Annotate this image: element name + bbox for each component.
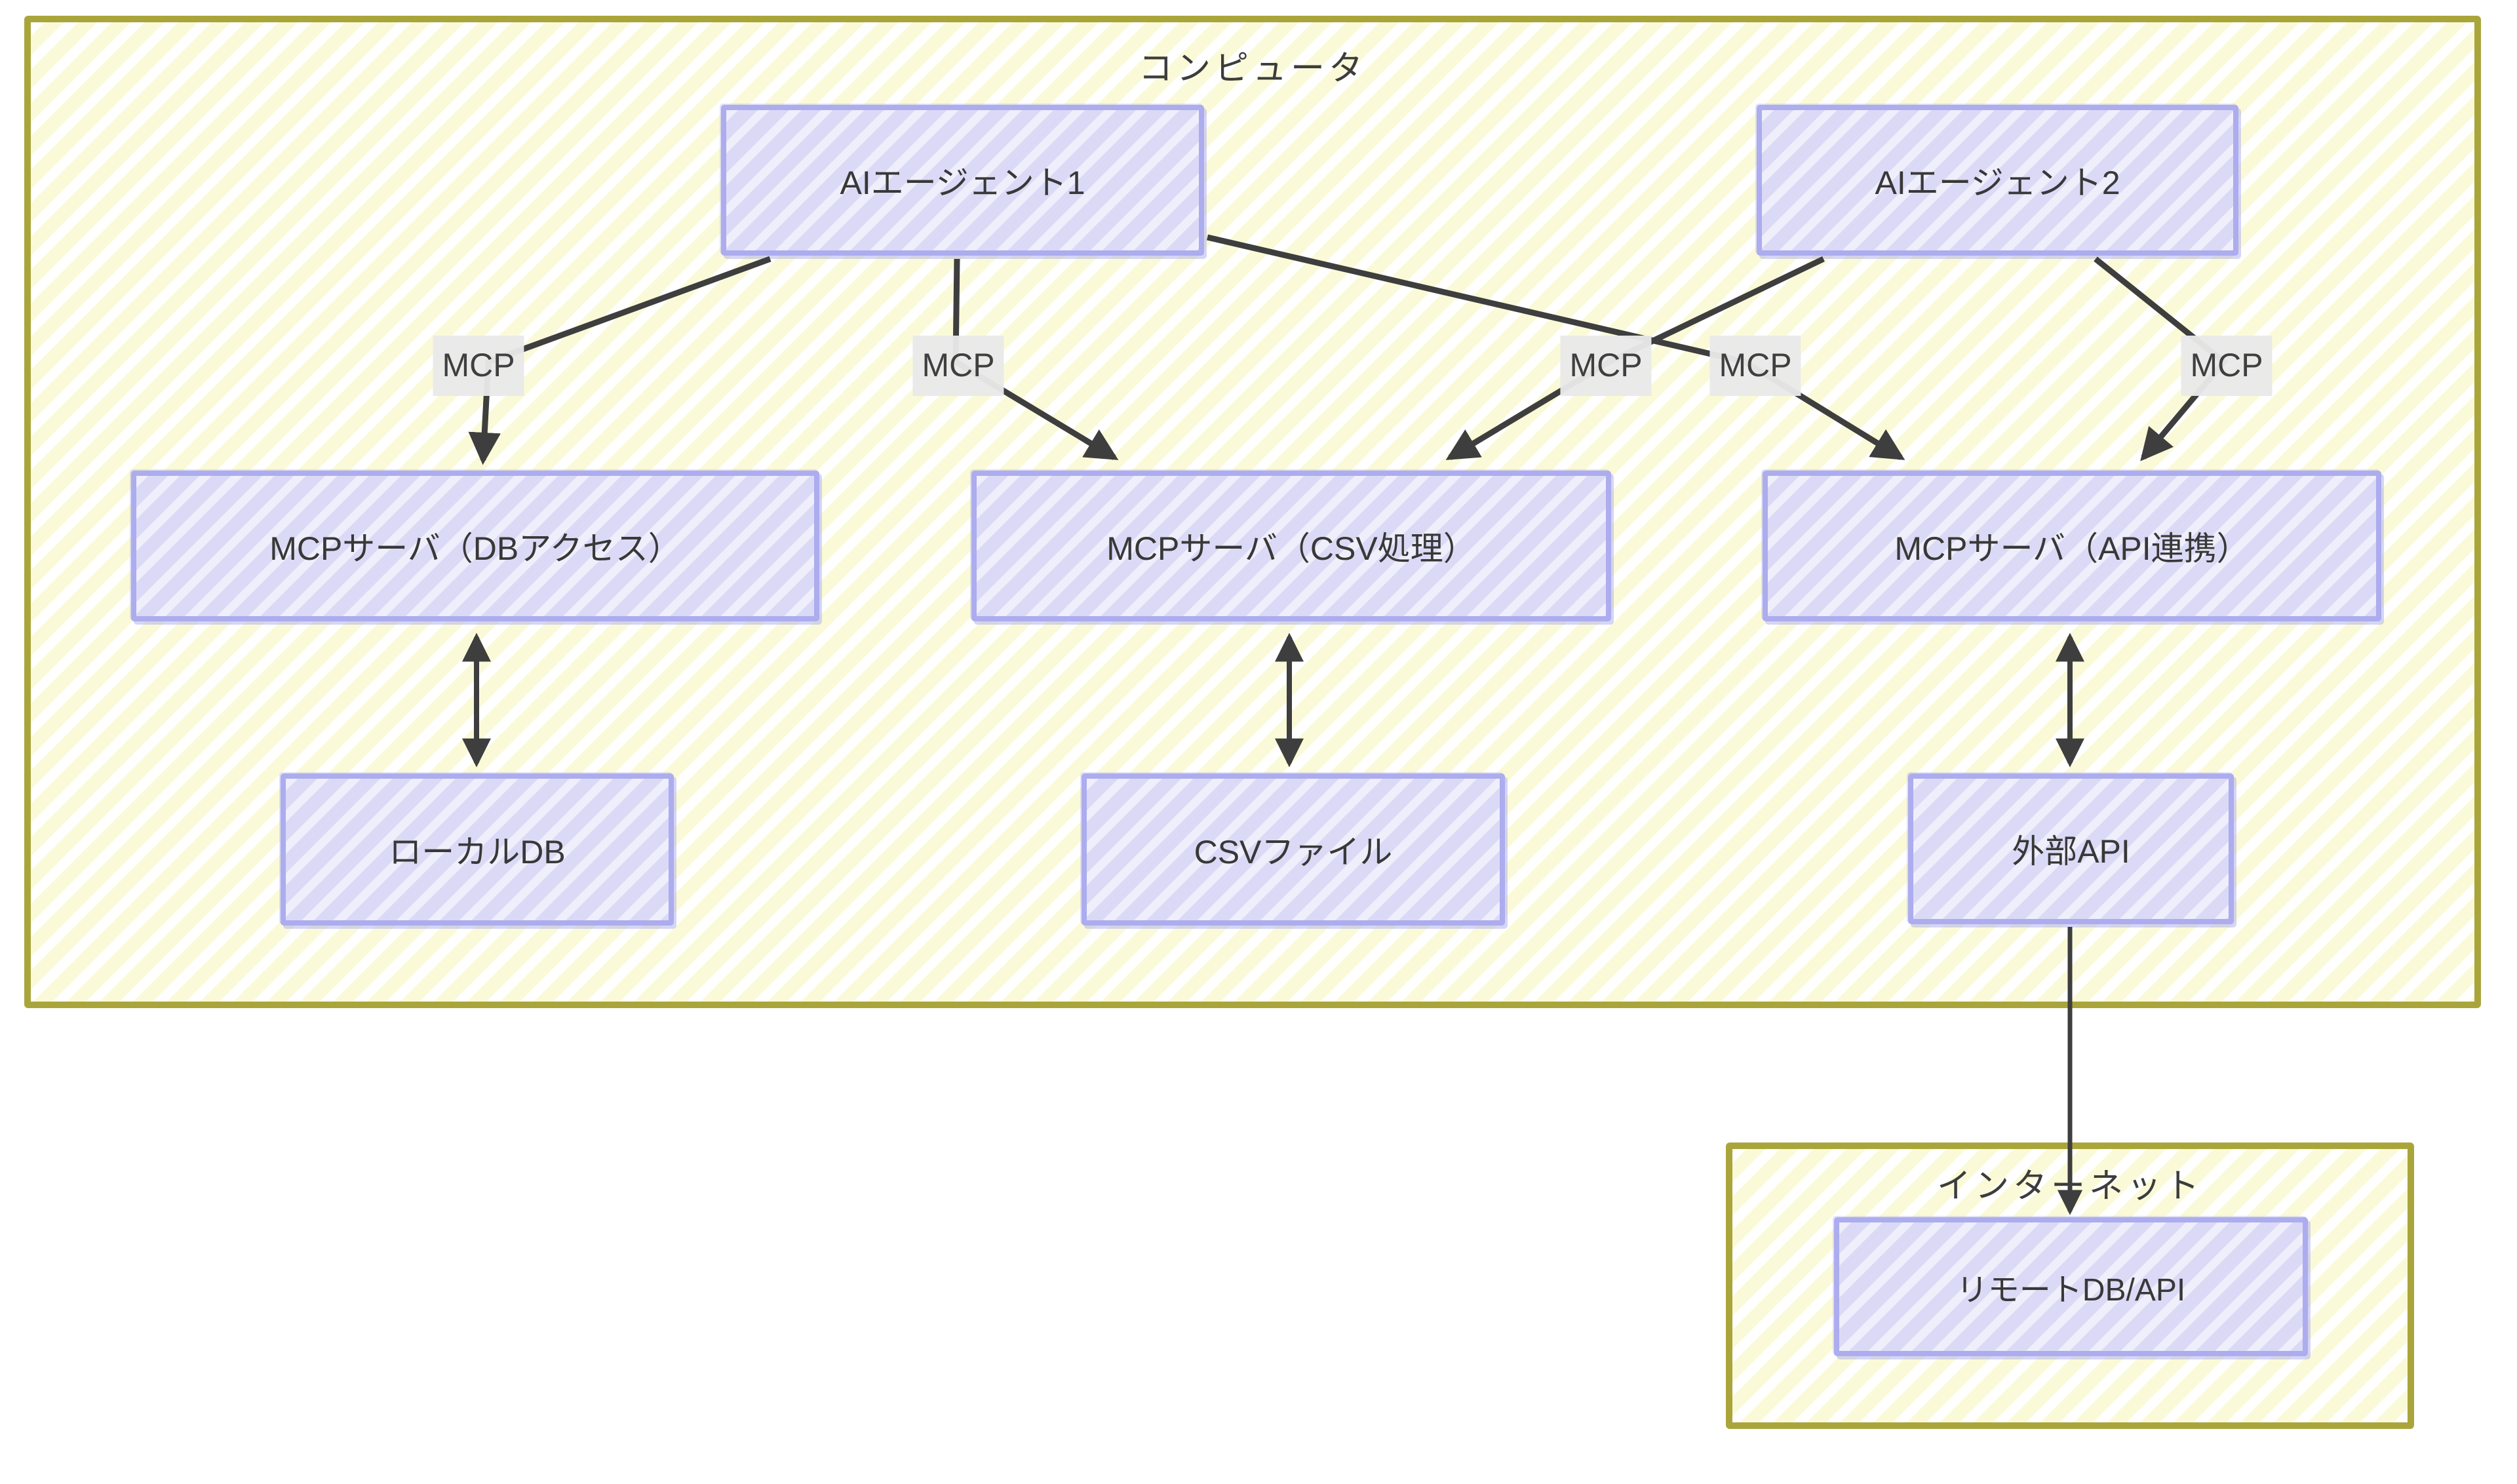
node-remote-db-api-label: リモートDB/API	[1956, 1273, 2186, 1308]
node-ai-agent-1-label: AIエージェント1	[840, 165, 1085, 201]
node-remote-db-api: リモートDB/API	[1834, 1217, 2308, 1356]
node-local-db: ローカルDB	[281, 773, 674, 926]
node-ai-agent-2: AIエージェント2	[1757, 105, 2238, 256]
node-csv-file: CSVファイル	[1082, 773, 1505, 926]
node-local-db-label: ローカルDB	[389, 834, 566, 870]
edge-label-mcp-3: MCP	[1560, 336, 1652, 396]
container-internet-title: インターネット	[1936, 1167, 2203, 1205]
node-external-api: 外部API	[1908, 773, 2234, 924]
node-external-api-label: 外部API	[2012, 833, 2130, 870]
node-mcp-server-db-access-label: MCPサーバ（DBアクセス）	[269, 530, 681, 567]
node-mcp-server-csv: MCPサーバ（CSV処理）	[971, 471, 1611, 621]
node-mcp-server-api: MCPサーバ（API連携）	[1763, 471, 2381, 621]
edge-label-mcp-1: MCP	[433, 336, 524, 396]
node-csv-file-label: CSVファイル	[1194, 834, 1393, 870]
node-ai-agent-1: AIエージェント1	[721, 105, 1204, 256]
edge-label-mcp-5: MCP	[2181, 336, 2273, 396]
container-computer-title: コンピュータ	[1138, 50, 1367, 88]
node-mcp-server-csv-label: MCPサーバ（CSV処理）	[1106, 530, 1476, 567]
edge-label-mcp-4: MCP	[1709, 336, 1801, 396]
node-mcp-server-db-access: MCPサーバ（DBアクセス）	[131, 471, 819, 621]
node-mcp-server-api-label: MCPサーバ（API連携）	[1894, 530, 2250, 567]
edge-label-mcp-2: MCP	[912, 336, 1004, 396]
node-ai-agent-2-label: AIエージェント2	[1875, 165, 2120, 201]
